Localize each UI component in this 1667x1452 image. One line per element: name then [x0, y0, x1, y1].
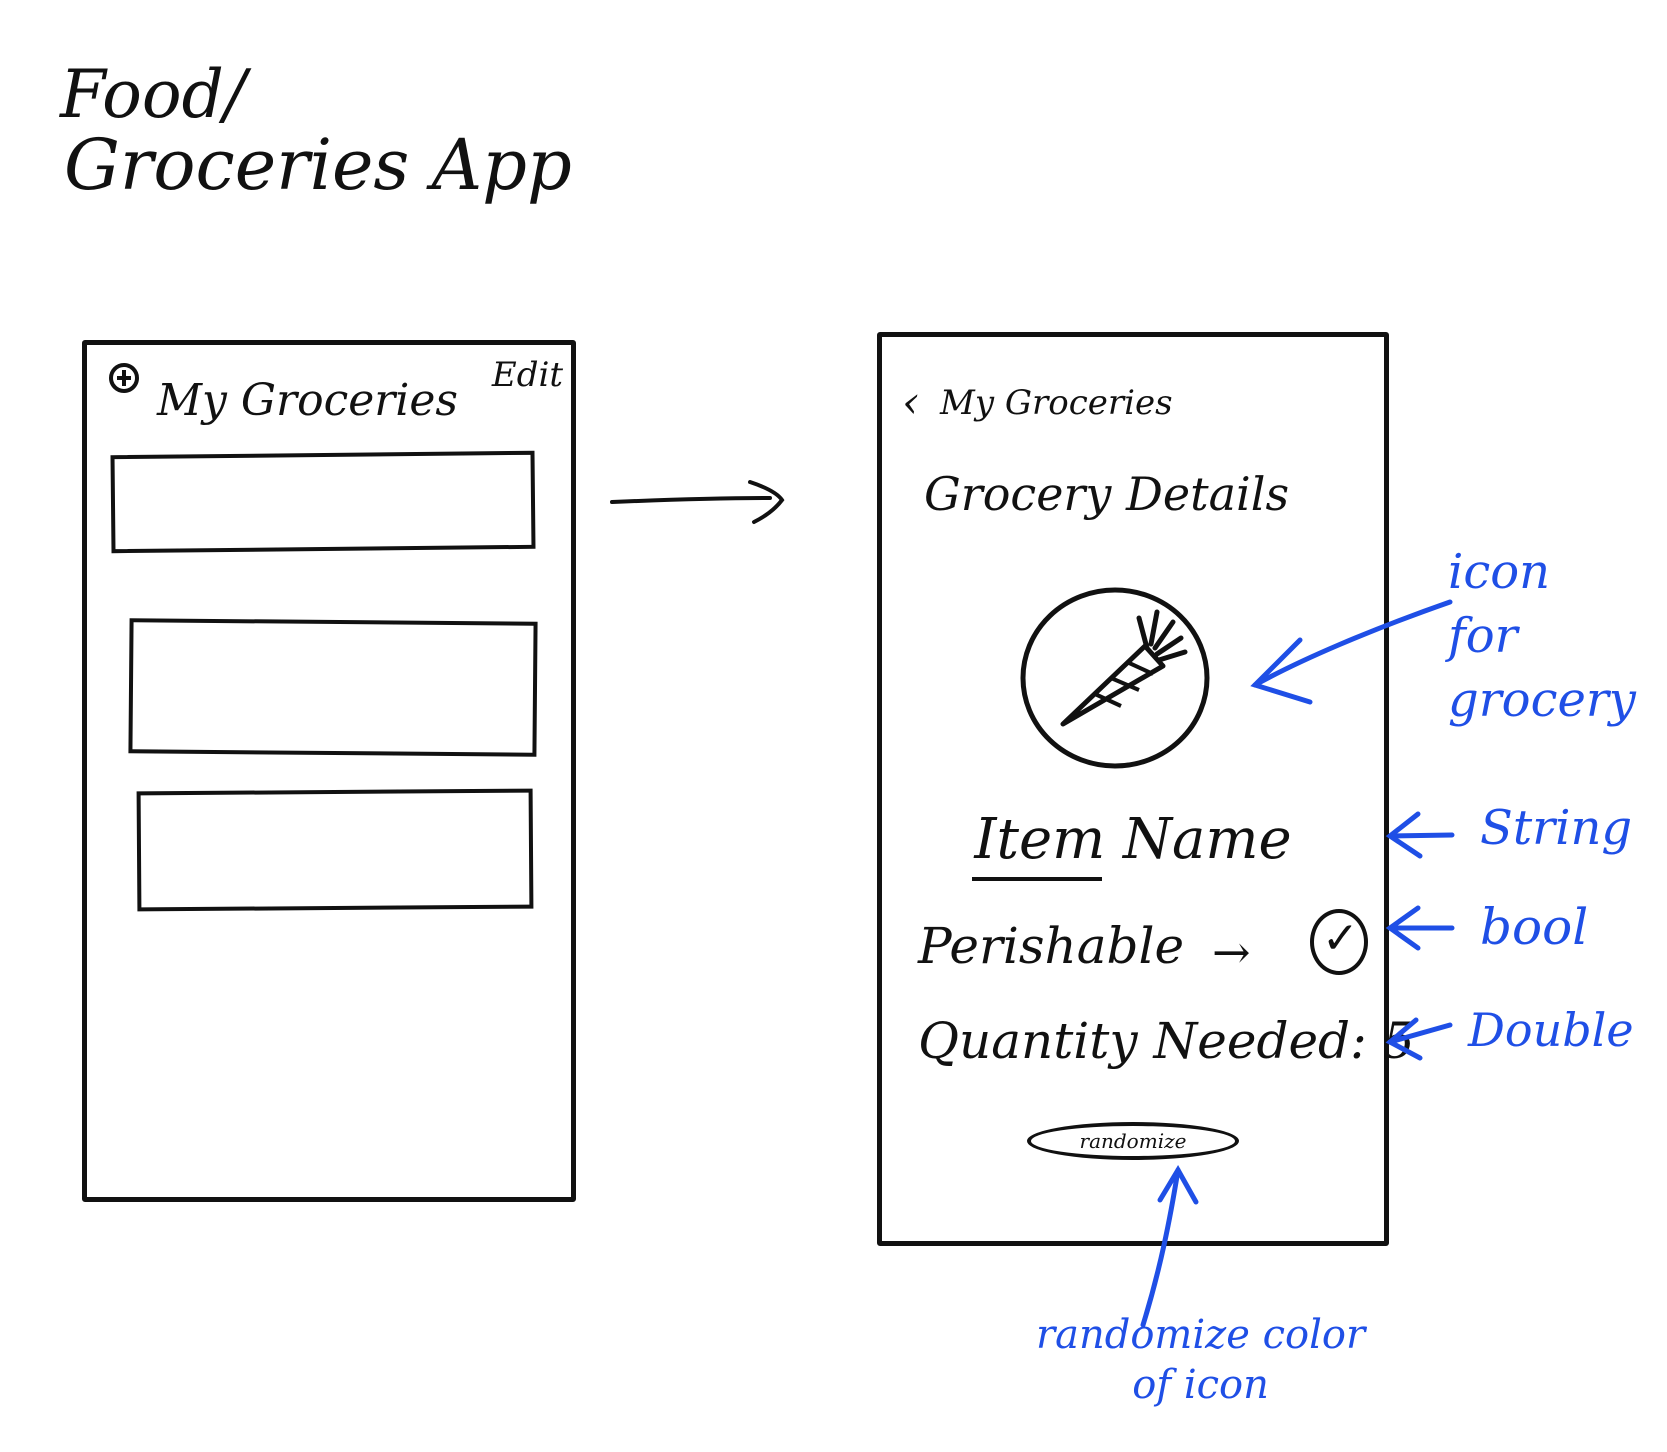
string-annotation-arrow [1387, 832, 1455, 839]
chevron-left-icon[interactable]: ‹ [902, 377, 920, 428]
plus-circle-icon[interactable] [109, 363, 139, 393]
grocery-detail-screen: ‹ My Groceries Grocery Details Item Name… [877, 332, 1415, 1246]
carrot-icon [1020, 587, 1210, 769]
double-annotation-arrowhead [1385, 1017, 1423, 1061]
randomize-annotation: randomize color of icon [1036, 1310, 1365, 1410]
string-annotation: String [1480, 800, 1633, 856]
double-annotation: Double [1468, 1003, 1634, 1057]
grocery-list-screen: My Groceries Edit [82, 340, 576, 1202]
navigation-arrow [610, 480, 785, 524]
app-title-line-1: Food/ [60, 56, 247, 133]
app-title: Food/ Groceries App [60, 60, 572, 203]
item-name-label: Item Name [974, 807, 1292, 872]
randomize-button[interactable]: randomize [1027, 1122, 1239, 1160]
bool-annotation-arrowhead [1385, 905, 1421, 951]
icon-annotation-arrowhead [1250, 637, 1313, 705]
icon-annotation-line: grocery [1448, 672, 1636, 728]
checkmark-icon: ✓ [1322, 913, 1359, 964]
list-screen-title: My Groceries [157, 375, 458, 426]
item-name-underline [972, 877, 1102, 881]
string-annotation-arrowhead [1385, 811, 1423, 859]
bool-annotation: bool [1480, 898, 1589, 956]
edit-button[interactable]: Edit [491, 355, 563, 395]
perishable-arrow: → [1212, 925, 1251, 979]
back-button-label[interactable]: My Groceries [940, 383, 1173, 423]
double-annotation-arrow [1387, 1022, 1453, 1045]
randomize-annotation-arrowhead [1157, 1165, 1199, 1205]
icon-annotation-line: for [1448, 608, 1518, 664]
randomize-annotation-arrow [1140, 1167, 1181, 1328]
icon-annotation: icon for grocery [1448, 540, 1636, 732]
randomize-annotation-line: randomize color [1036, 1312, 1366, 1358]
app-title-line-2: Groceries App [64, 124, 572, 207]
icon-annotation-line: icon [1448, 544, 1551, 600]
icon-annotation-arrow [1252, 599, 1453, 688]
perishable-checkbox[interactable]: ✓ [1310, 909, 1368, 975]
detail-screen-title: Grocery Details [924, 467, 1290, 521]
randomize-annotation-line: of icon [1132, 1362, 1269, 1408]
quantity-label: Quantity Needed: [918, 1012, 1367, 1070]
perishable-label: Perishable [918, 917, 1185, 975]
